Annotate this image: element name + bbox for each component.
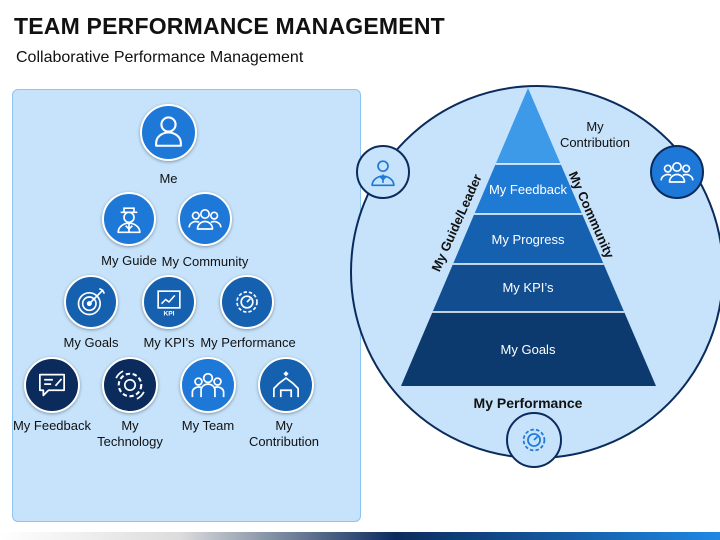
community-circle-icon [650,145,704,199]
kpi-board-icon: KPI [142,275,196,329]
performance-gauge-icon [506,412,562,468]
my-feedback-label: My Feedback [12,418,92,433]
pyramid-label-feedback: My Feedback [488,182,568,197]
my-guide-label: My Guide [101,253,157,268]
team-icon [180,357,236,413]
gauge-gear-icon [220,275,274,329]
guide-icon [102,192,156,246]
person-icon [140,104,197,161]
me-label: Me [159,171,178,186]
contribution-icon [258,357,314,413]
community-icon [178,192,232,246]
my-performance-label: My Performance [200,335,296,350]
my-technology-label: My Technology [97,418,163,449]
bottom-performance-label: My Performance [473,395,583,411]
feedback-icon [24,357,80,413]
footer-bar [0,532,720,540]
my-contribution-label: My Contribution [248,418,320,449]
pyramid-label-kpis: My KPI’s [502,280,554,295]
target-icon [64,275,118,329]
technology-gear-icon [102,357,158,413]
pyramid-label-goals: My Goals [500,342,556,357]
pyramid-label-progress: My Progress [491,232,565,247]
svg-text:KPI: KPI [163,310,174,317]
my-community-label: My Community [161,254,249,269]
my-goals-label: My Goals [63,335,119,350]
leader-icon [356,145,410,199]
top-contribution-label: My Contribution [559,119,631,150]
my-team-label: My Team [181,418,235,433]
page-subtitle: Collaborative Performance Management [16,49,304,66]
my-kpis-label: My KPI’s [143,335,195,350]
page-title: TEAM PERFORMANCE MANAGEMENT [14,13,445,39]
